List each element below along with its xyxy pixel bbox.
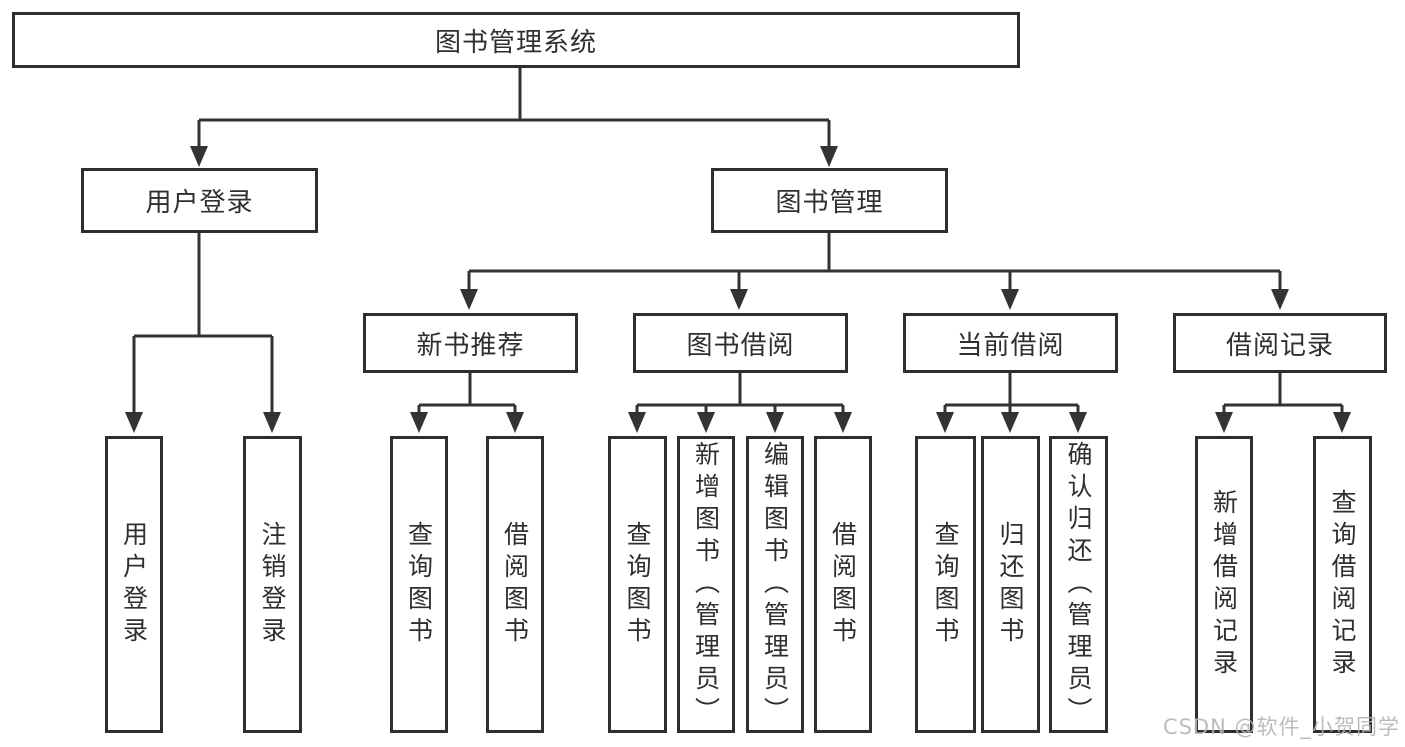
- leaf-edit-book-admin: 编辑图书（管理员）: [746, 436, 804, 733]
- node-book-management: 图书管理: [711, 168, 948, 233]
- leaf-add-borrow-record: 新增借阅记录: [1195, 436, 1253, 733]
- node-label: 编辑图书（管理员）: [760, 440, 790, 729]
- node-borrow-record: 借阅记录: [1173, 313, 1387, 373]
- leaf-query-books-recommend: 查询图书: [390, 436, 448, 733]
- connector-book-management-children: [460, 233, 1289, 310]
- leaf-query-borrow-record: 查询借阅记录: [1313, 436, 1372, 733]
- node-label: 查询图书: [404, 520, 434, 649]
- node-label: 归还图书: [996, 520, 1025, 649]
- node-label: 查询图书: [931, 520, 960, 649]
- connector-borrow-record-children: [1215, 373, 1351, 433]
- node-label: 查询借阅记录: [1328, 488, 1357, 681]
- leaf-confirm-return-admin: 确认归还（管理员）: [1049, 436, 1108, 733]
- node-label: 图书管理: [775, 188, 884, 218]
- node-library-system-root: 图书管理系统: [12, 12, 1020, 68]
- connector-book-borrow-children: [628, 373, 852, 433]
- connector-user-login-children: [125, 233, 281, 433]
- node-label: 借阅图书: [500, 520, 530, 649]
- node-label: 借阅记录: [1225, 330, 1334, 361]
- leaf-user-login: 用户登录: [105, 436, 163, 733]
- node-label: 新增借阅记录: [1209, 488, 1239, 681]
- node-current-borrow: 当前借阅: [903, 313, 1118, 373]
- leaf-borrow-books: 借阅图书: [814, 436, 872, 733]
- connector-current-borrow-children: [936, 373, 1087, 433]
- leaf-query-books-borrow: 查询图书: [608, 436, 667, 733]
- node-new-book-recommend: 新书推荐: [363, 313, 578, 373]
- leaf-logout-login: 注销登录: [243, 436, 302, 733]
- node-label: 确认归还（管理员）: [1064, 440, 1093, 729]
- csdn-watermark: CSDN @软件_小贺同学: [1162, 715, 1400, 739]
- leaf-query-books-current: 查询图书: [915, 436, 976, 733]
- leaf-add-book-admin: 新增图书（管理员）: [677, 436, 735, 733]
- node-user-login: 用户登录: [81, 168, 318, 233]
- leaf-borrow-books-recommend: 借阅图书: [486, 436, 544, 733]
- node-book-borrow: 图书借阅: [633, 313, 848, 373]
- node-label: 图书借阅: [686, 330, 795, 361]
- node-label: 当前借阅: [956, 330, 1065, 361]
- node-label: 查询图书: [623, 520, 652, 649]
- connector-new-book-recommend-children: [410, 373, 524, 433]
- node-label: 新增图书（管理员）: [691, 440, 721, 729]
- node-label: 借阅图书: [828, 520, 858, 649]
- node-label: 用户登录: [119, 520, 149, 649]
- leaf-return-book: 归还图书: [981, 436, 1040, 733]
- node-label: 新书推荐: [416, 330, 525, 361]
- node-label: 用户登录: [145, 188, 254, 218]
- node-label: 注销登录: [258, 520, 287, 649]
- node-label: 图书管理系统: [434, 27, 597, 58]
- connector-root-to-level2: [190, 68, 838, 167]
